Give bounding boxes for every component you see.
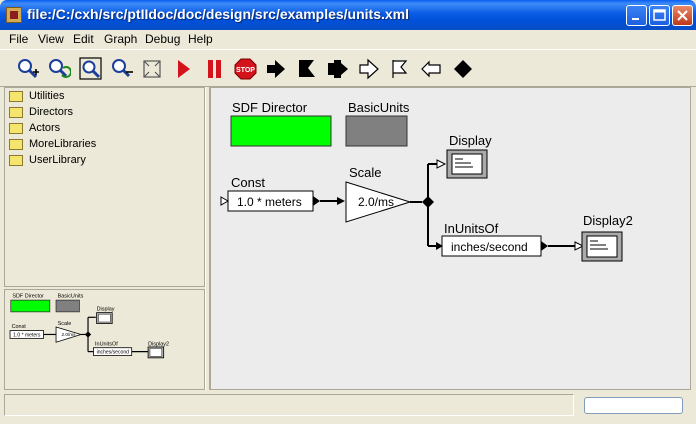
- stop-button[interactable]: STOP: [234, 57, 258, 81]
- folder-icon: [9, 107, 23, 118]
- flag-both-icon: [328, 60, 348, 78]
- library-item-label: Utilities: [29, 90, 65, 102]
- maximize-icon: [653, 9, 666, 21]
- overview-scale-title: Scale: [58, 321, 72, 327]
- title-bar[interactable]: file:/C:/cxh/src/ptIIdoc/doc/design/src/…: [0, 0, 696, 30]
- scale-title: Scale: [349, 165, 382, 180]
- inunits-value: inches/second: [451, 240, 528, 254]
- zoom-in-button[interactable]: [16, 57, 40, 81]
- scale-actor[interactable]: [345, 181, 412, 223]
- flag-right-button[interactable]: [295, 57, 319, 81]
- stop-icon: STOP: [234, 58, 257, 80]
- app-icon: [6, 7, 22, 23]
- display2-title: Display2: [583, 213, 633, 228]
- menu-help[interactable]: Help: [188, 32, 213, 46]
- overview-panel[interactable]: SDF Director BasicUnits Const 1.0 * mete…: [4, 289, 205, 390]
- menu-view[interactable]: View: [38, 32, 64, 46]
- run-button[interactable]: [172, 57, 196, 81]
- overview-inunits-value: inches/second: [97, 350, 130, 356]
- status-text-area: [4, 394, 574, 416]
- output-port-button[interactable]: [264, 57, 288, 81]
- menu-debug[interactable]: Debug: [145, 32, 181, 46]
- const-input-port[interactable]: [220, 196, 230, 206]
- overview-director-box: [10, 299, 51, 313]
- folder-icon: [9, 155, 23, 166]
- zoom-reset-button[interactable]: [47, 57, 72, 81]
- flag-right-outline-icon: [392, 60, 408, 78]
- run-icon: [178, 60, 190, 78]
- folder-icon: [9, 123, 23, 134]
- library-item-label: MoreLibraries: [29, 138, 97, 150]
- close-button[interactable]: [672, 5, 693, 26]
- folder-icon: [9, 91, 23, 102]
- inunits-title: InUnitsOf: [444, 221, 499, 236]
- toolbar: STOP: [0, 49, 696, 87]
- graph-canvas[interactable]: SDF Director BasicUnits Const 1.0 * mete…: [210, 87, 691, 390]
- zoom-reset-icon: [49, 59, 72, 78]
- zoom-fit-button[interactable]: [79, 57, 103, 81]
- flag-both-button[interactable]: [326, 57, 350, 81]
- maximize-button[interactable]: [649, 5, 670, 26]
- display-title: Display: [449, 133, 492, 148]
- basic-units-block[interactable]: [345, 115, 408, 147]
- overview-units-box: [55, 299, 80, 313]
- status-bar: [0, 392, 696, 420]
- zoom-fit-icon: [79, 57, 102, 80]
- overview-display-title: Display: [97, 306, 115, 312]
- overview-director-label: SDF Director: [12, 293, 44, 299]
- full-screen-icon: [143, 60, 161, 78]
- scale-value: 2.0/ms: [358, 195, 394, 209]
- pause-button[interactable]: [203, 57, 227, 81]
- flag-left-outline-button[interactable]: [420, 57, 444, 81]
- overview-diagram: SDF Director BasicUnits Const 1.0 * mete…: [9, 293, 169, 359]
- overview-scale-value: 2.0/ms: [62, 332, 77, 337]
- menu-file[interactable]: File: [9, 32, 29, 46]
- menu-graph[interactable]: Graph: [104, 32, 138, 46]
- progress-field: [584, 397, 683, 414]
- pause-icon: [208, 60, 221, 78]
- zoom-out-icon: [112, 59, 133, 78]
- pane-splitter[interactable]: [205, 87, 210, 390]
- const-value: 1.0 * meters: [237, 195, 302, 209]
- library-item-label: Actors: [29, 122, 61, 134]
- library-tree[interactable]: Utilities Directors Actors MoreLibraries…: [4, 87, 205, 287]
- flag-left-outline-icon: [421, 60, 441, 78]
- overview-const-title: Const: [12, 324, 27, 330]
- const-title: Const: [231, 175, 265, 190]
- stop-text: STOP: [236, 67, 255, 74]
- input-port-button[interactable]: [357, 57, 381, 81]
- units-label: BasicUnits: [348, 100, 410, 115]
- diamond-icon: [454, 60, 472, 78]
- overview-const-value: 1.0 * meters: [13, 332, 41, 338]
- left-pane: Utilities Directors Actors MoreLibraries…: [4, 87, 205, 390]
- overview-display2-title: Display2: [148, 341, 169, 347]
- full-screen-button[interactable]: [141, 57, 165, 81]
- relation-button[interactable]: [451, 57, 475, 81]
- zoom-out-button[interactable]: [110, 57, 134, 81]
- flag-right-icon: [299, 60, 315, 77]
- flag-right-outline-button[interactable]: [388, 57, 412, 81]
- window-title: file:/C:/cxh/src/ptIIdoc/doc/design/src/…: [27, 6, 409, 22]
- menu-bar: File View Edit Graph Debug Help: [0, 30, 696, 49]
- library-item-label: Directors: [29, 106, 74, 118]
- arrow-right-icon: [267, 60, 285, 78]
- minimize-icon: [632, 18, 639, 20]
- library-item-label: UserLibrary: [29, 154, 86, 166]
- director-label: SDF Director: [232, 100, 308, 115]
- arrow-right-outline-icon: [359, 58, 379, 80]
- zoom-in-icon: [18, 59, 39, 79]
- overview-units-label: BasicUnits: [58, 293, 84, 299]
- const-output-port[interactable]: [313, 196, 320, 206]
- folder-icon: [9, 139, 23, 150]
- close-icon: [677, 10, 688, 21]
- sdf-director-block[interactable]: [230, 115, 332, 147]
- minimize-button[interactable]: [626, 5, 647, 26]
- overview-inunits-title: InUnitsOf: [95, 341, 118, 347]
- menu-edit[interactable]: Edit: [73, 32, 94, 46]
- graph-diagram: SDF Director BasicUnits Const 1.0 * mete…: [220, 100, 633, 262]
